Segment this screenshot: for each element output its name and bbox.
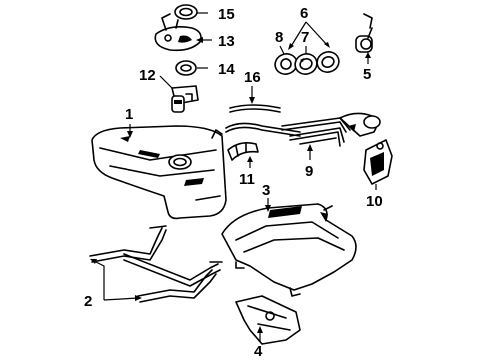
part-fuel-sender-13 xyxy=(154,13,202,52)
part-fuel-pump-12 xyxy=(171,85,199,113)
callout-6: 6 xyxy=(300,5,308,22)
part-shield-10 xyxy=(363,139,393,185)
callout-9: 9 xyxy=(305,163,313,180)
part-gasket-14 xyxy=(175,60,197,76)
part-vent-hose-16 xyxy=(229,104,281,113)
callout-15: 15 xyxy=(218,6,235,23)
callout-2: 2 xyxy=(84,293,92,310)
leader-12 xyxy=(159,75,173,89)
callout-3: 3 xyxy=(262,182,270,199)
part-filler-pipe-9 xyxy=(225,112,381,147)
part-cover-4 xyxy=(235,295,301,345)
part-seal-ring-6b xyxy=(316,51,340,73)
callout-10: 10 xyxy=(366,193,383,210)
callout-7: 7 xyxy=(301,29,309,46)
callout-1: 1 xyxy=(125,106,133,123)
part-filler-valve-5 xyxy=(355,13,373,53)
callout-5: 5 xyxy=(363,66,371,83)
callout-11: 11 xyxy=(239,171,255,188)
callout-8: 8 xyxy=(275,29,283,46)
leader-8 xyxy=(279,45,285,55)
leader-6 xyxy=(289,21,329,49)
callout-4: 4 xyxy=(254,343,263,360)
part-filler-hose-11 xyxy=(227,142,259,161)
part-heat-shield-3 xyxy=(221,203,357,297)
part-seal-ring-7 xyxy=(294,53,318,75)
callout-14: 14 xyxy=(218,61,235,78)
leader-2 xyxy=(91,259,139,301)
part-fuel-tank-1 xyxy=(91,125,227,220)
callout-13: 13 xyxy=(218,33,235,50)
callout-12: 12 xyxy=(139,67,156,84)
callout-16: 16 xyxy=(244,69,261,86)
part-lock-ring-15 xyxy=(174,4,198,20)
part-tank-straps-2 xyxy=(89,225,223,303)
